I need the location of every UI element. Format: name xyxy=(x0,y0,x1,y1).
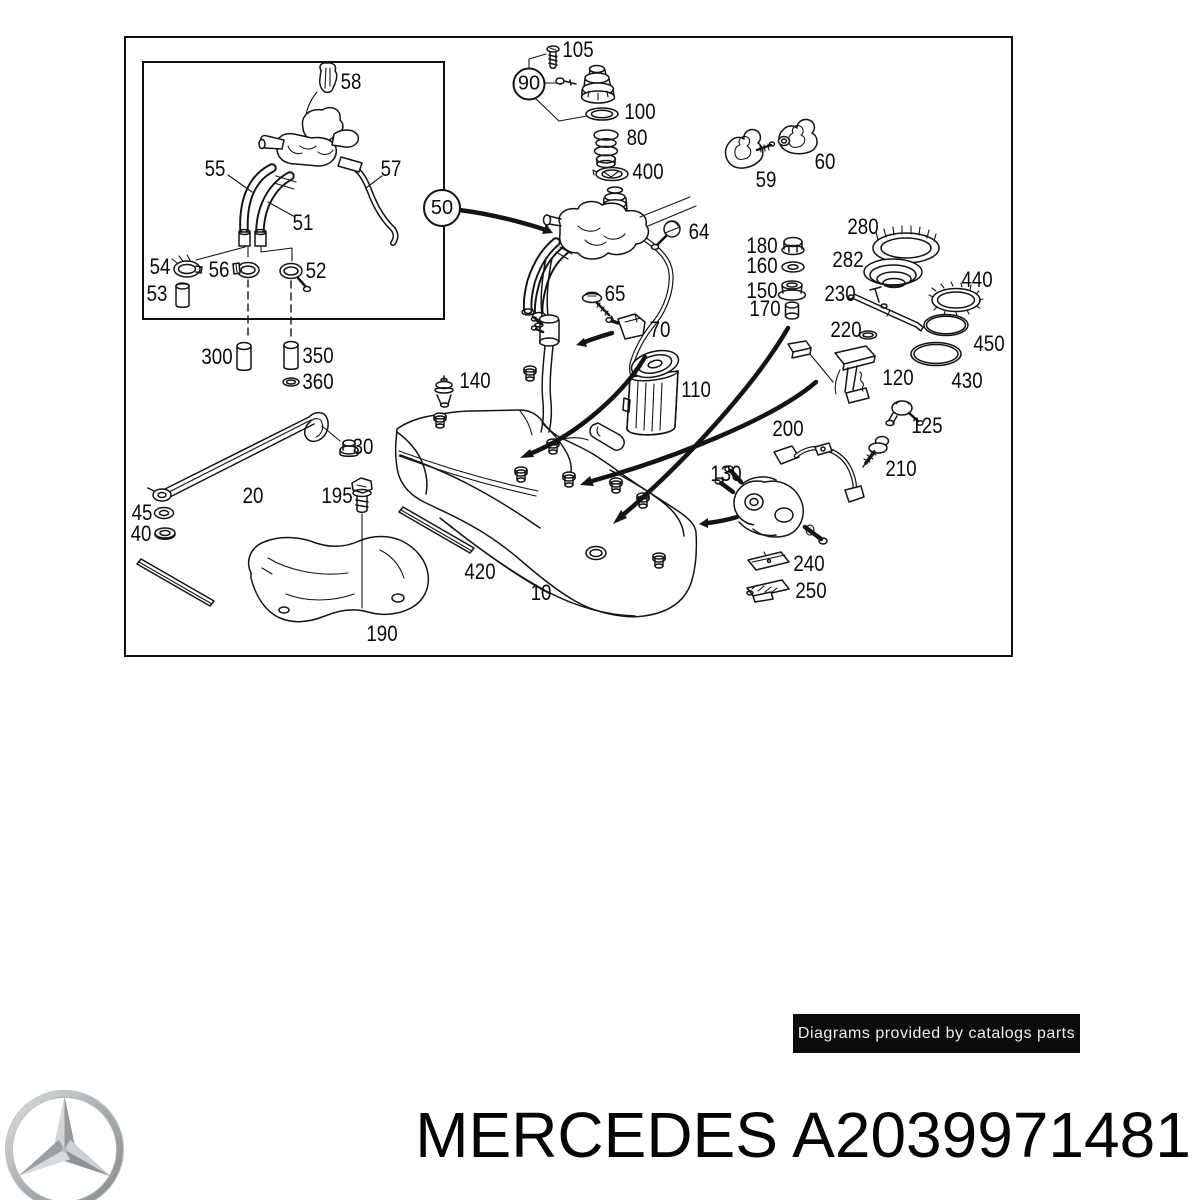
part-label-360: 360 xyxy=(302,369,334,394)
o-ring-450 xyxy=(923,313,969,337)
part-label-210: 210 xyxy=(885,456,917,481)
part-label-190: 190 xyxy=(366,621,398,646)
bracket-250 xyxy=(746,579,790,603)
toothed-ring-440 xyxy=(928,281,984,317)
part-label-400: 400 xyxy=(632,159,664,184)
level-sensor-230 xyxy=(847,286,924,332)
valve-125 xyxy=(885,400,924,427)
part-label-420: 420 xyxy=(464,559,496,584)
part-label-150: 150 xyxy=(746,278,778,303)
diagram-frame xyxy=(124,36,1013,657)
part-label-20: 20 xyxy=(242,483,264,508)
part-label-56: 56 xyxy=(208,257,230,282)
part-label-80: 80 xyxy=(626,125,648,150)
clamp-60 xyxy=(777,118,818,155)
part-label-140: 140 xyxy=(459,368,491,393)
part-label-54: 54 xyxy=(149,254,171,279)
part-label-195: 195 xyxy=(321,483,353,508)
part-label-50-circled: 50 xyxy=(423,189,461,227)
part-label-52: 52 xyxy=(305,258,327,283)
filler-cap-group xyxy=(528,45,629,182)
part-label-240: 240 xyxy=(793,551,825,576)
part-label-30: 30 xyxy=(352,434,374,459)
bracket-200 xyxy=(773,442,865,503)
seal-282 xyxy=(863,258,923,289)
fuel-filter-130 xyxy=(714,465,828,545)
part-label-440: 440 xyxy=(961,267,993,292)
part-label-60: 60 xyxy=(814,149,836,174)
part-label-90-circled: 90 xyxy=(512,67,546,101)
sender-unit-120 xyxy=(787,340,876,404)
screw-65 xyxy=(581,291,614,320)
inset-assembly xyxy=(171,62,399,387)
part-label-45: 45 xyxy=(131,500,153,525)
trim-strip-420 xyxy=(136,506,475,607)
part-label-200: 200 xyxy=(772,416,804,441)
bolt-210 xyxy=(862,435,890,468)
part-label-40: 40 xyxy=(130,521,152,546)
watermark-bar: Diagrams provided by catalogs parts xyxy=(793,1014,1080,1053)
filler-neck-assembly xyxy=(521,186,674,433)
part-label-105: 105 xyxy=(562,37,594,62)
part-label-125: 125 xyxy=(911,413,943,438)
part-label-120: 120 xyxy=(882,365,914,390)
part-label-450: 450 xyxy=(973,331,1005,356)
part-label-280: 280 xyxy=(847,214,879,239)
part-label-160: 160 xyxy=(746,253,778,278)
part-label-64: 64 xyxy=(688,219,710,244)
part-label-51: 51 xyxy=(292,210,314,235)
part-label-59: 59 xyxy=(755,167,777,192)
page-title: MERCEDES A2039971481 xyxy=(415,1099,1191,1171)
valve-70 xyxy=(605,313,646,340)
part-label-250: 250 xyxy=(795,578,827,603)
rubber-buffer-140 xyxy=(434,375,454,408)
part-label-70: 70 xyxy=(649,317,671,342)
o-ring-430 xyxy=(910,341,962,367)
part-label-300: 300 xyxy=(201,344,233,369)
part-label-180: 180 xyxy=(746,233,778,258)
part-label-282: 282 xyxy=(832,247,864,272)
mercedes-star-icon xyxy=(4,1089,125,1200)
clamp-64 xyxy=(639,196,697,251)
part-label-220: 220 xyxy=(830,317,862,342)
tank-strap-20 xyxy=(147,411,359,540)
part-label-55: 55 xyxy=(204,156,226,181)
watermark-text: Diagrams provided by catalogs parts xyxy=(797,1024,1076,1042)
part-label-350: 350 xyxy=(302,343,334,368)
part-label-100: 100 xyxy=(624,99,656,124)
part-label-57: 57 xyxy=(380,156,402,181)
part-label-10: 10 xyxy=(530,580,552,605)
seal-220 xyxy=(858,330,878,340)
heat-shield-190 xyxy=(247,535,430,623)
part-label-230: 230 xyxy=(824,281,856,306)
part-label-58: 58 xyxy=(340,69,362,94)
part-label-110: 110 xyxy=(681,377,711,402)
plate-240 xyxy=(747,551,790,571)
fasteners-stack xyxy=(777,236,807,320)
bolt-195 xyxy=(351,477,373,609)
inset-frame xyxy=(142,61,445,320)
part-label-65: 65 xyxy=(604,281,626,306)
part-label-53: 53 xyxy=(146,281,168,306)
part-label-170: 170 xyxy=(749,296,781,321)
part-label-430: 430 xyxy=(951,368,983,393)
pointer-arrows xyxy=(456,207,819,528)
part-label-130: 130 xyxy=(710,461,742,486)
clamp-59 xyxy=(724,128,776,169)
